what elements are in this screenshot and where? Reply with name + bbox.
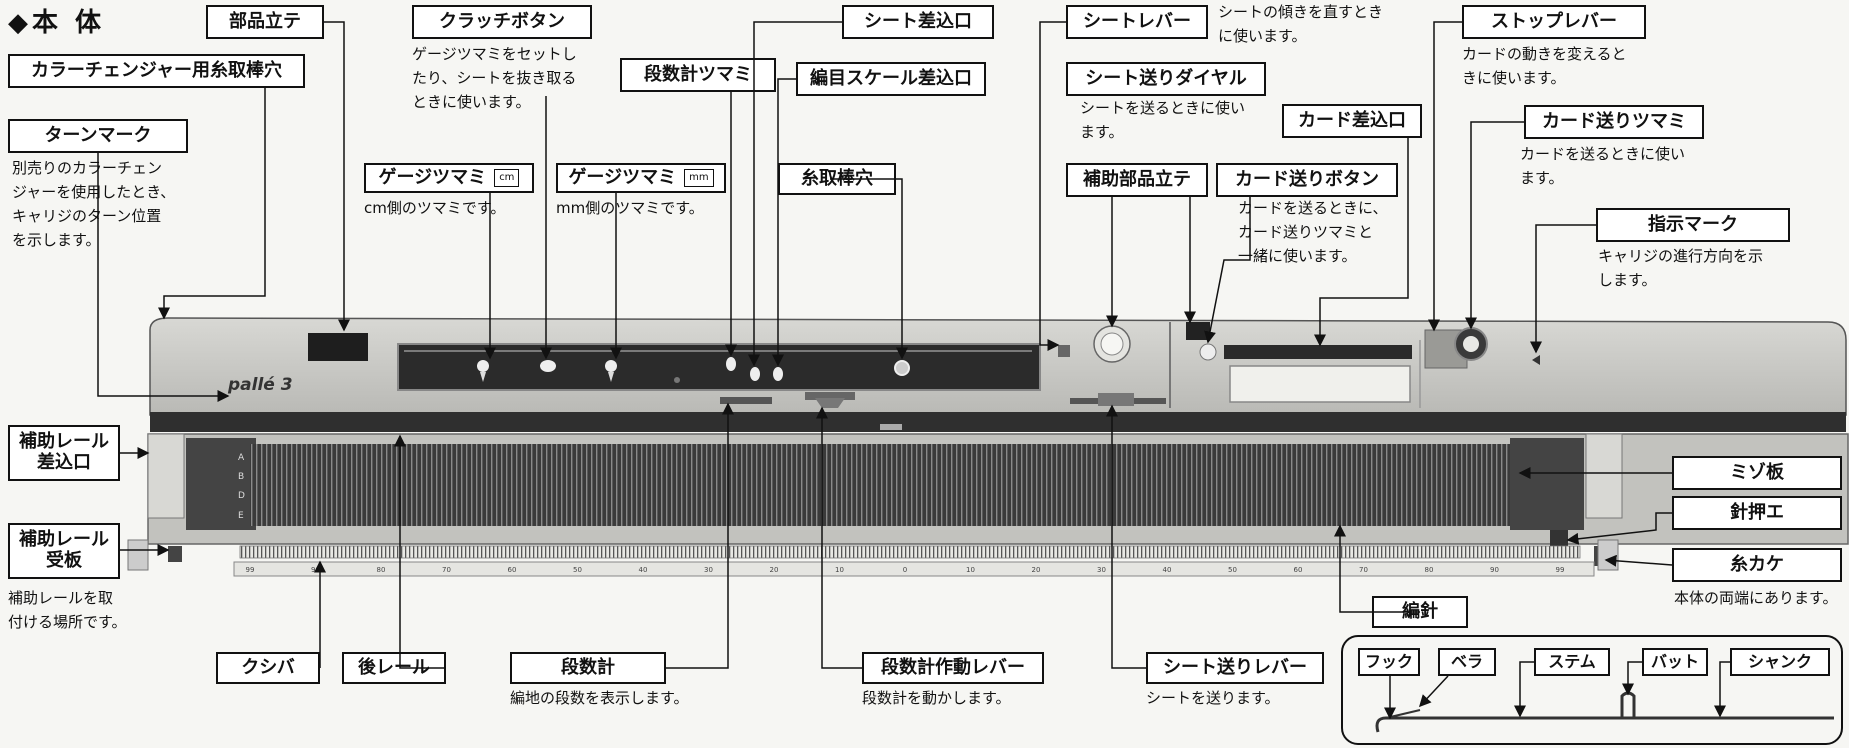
scale-number: 60 [508,566,517,574]
unit-mm-badge: mm [684,169,714,187]
scale-number: 20 [770,566,779,574]
back-rail [150,412,1846,432]
svg-text:A: A [238,453,245,463]
needle-presser [1550,530,1568,548]
label-counter-lever: 段数計作動レバー [862,652,1044,684]
scale-number: 80 [377,566,386,574]
sheet-panel [397,343,1041,391]
label-aux-parts-stand: 補助部品立テ [1066,163,1208,197]
label-hook: フック [1358,648,1420,676]
desc-aux-rail-holder: 補助レールを取 付ける場所です。 [8,589,127,631]
gauge-cm-knob [477,360,489,382]
row-counter-knobs [726,357,783,381]
scale-number: 60 [1294,566,1303,574]
page-title: ◆本 体 [8,8,106,38]
needle-scale [233,561,1595,577]
needle-drawing [1375,716,1834,733]
label-parts-stand: 部品立テ [206,5,324,39]
label-row-counter: 段数計 [510,652,666,684]
desc-sheet-feed-dial: シートを送るときに使い ます。 [1080,99,1246,141]
comb-sinkers [239,545,1581,559]
desc-card-feed-knob: カードを送るときに使い ます。 [1520,145,1686,187]
scale-number: 30 [704,566,713,574]
scale-number: 99 [246,566,255,574]
card-slot [1224,345,1412,359]
aux-parts-stand [1186,322,1210,340]
parts-stand [308,333,368,361]
label-butt: バット [1642,648,1708,676]
desc-row-counter: 編地の段数を表示します。 [510,689,689,707]
scale-number: 99 [1556,566,1565,574]
label-groove-plate: ミゾ板 [1672,456,1842,490]
clutch-knob [540,360,556,372]
desc-indicator-mark: キャリジの進行方向を示 します。 [1598,247,1764,289]
desc-gauge-mm: mm側のツマミです。 [556,199,704,217]
scale-number: 90 [311,566,320,574]
label-card-feed-knob: カード送りツマミ [1524,105,1704,139]
scale-number: 10 [966,566,975,574]
label-scale-slot: 編目スケール差込口 [796,62,986,96]
desc-sheet-feed-lever: シートを送ります。 [1146,689,1280,707]
label-clutch-button: クラッチボタン [412,5,592,39]
card-feed-button [1199,343,1217,361]
scale-number: 70 [442,566,451,574]
scale-number: 30 [1097,566,1106,574]
sheet-lever-mark [1058,345,1070,357]
label-needle: 編針 [1372,596,1468,628]
label-indicator-mark: 指示マーク [1596,208,1790,242]
scale-number: 80 [1425,566,1434,574]
label-needle-presser: 針押エ [1672,496,1842,530]
scale-number: 20 [1032,566,1041,574]
label-yarn-hook: 糸カケ [1672,548,1842,582]
scale-number: 50 [1228,566,1237,574]
scale-number: 50 [573,566,582,574]
desc-card-feed-button: カードを送るときに、 カード送りツマミと 一緒に使います。 [1238,199,1388,265]
scale-number: 40 [639,566,648,574]
indicator-mark [1532,355,1540,365]
label-aux-rail-holder: 補助レール受板 [8,523,120,579]
needle-parts-frame [1341,635,1843,745]
label-sheet-feed-lever: シート送りレバー [1146,652,1324,684]
desc-gauge-cm: cm側のツマミです。 [364,199,506,217]
label-comb: クシバ [216,652,320,684]
label-latch: ベラ [1438,648,1496,676]
label-stem: ステム [1534,648,1610,676]
svg-text:D: D [238,491,245,501]
label-sheet-feed-dial: シート送りダイヤル [1066,62,1266,96]
label-yarn-hole: 糸取棒穴 [778,163,896,195]
label-card-slot: カード差込口 [1282,104,1422,138]
label-stop-lever: ストップレバー [1462,5,1646,39]
label-sheet-slot: シート差込口 [842,5,994,39]
desc-stop-lever: カードの動きを変えると きに使います。 [1462,45,1627,87]
yarn-hole [894,360,910,376]
desc-sheet-lever: シートの傾きを直すとき に使います。 [1218,3,1384,45]
scale-number: 90 [1490,566,1499,574]
desc-yarn-hook: 本体の両端にあります。 [1674,589,1838,607]
needle-field [250,444,1510,526]
scale-number: 10 [835,566,844,574]
scale-number: 40 [1163,566,1172,574]
svg-text:E: E [238,511,244,521]
label-sheet-lever: シートレバー [1066,5,1208,39]
desc-counter-lever: 段数計を動かします。 [862,689,1011,707]
label-shank: シャンク [1730,648,1830,676]
label-row-counter-knob: 段数計ツマミ [620,58,776,92]
yarn-hook-left [168,546,182,562]
unit-cm-badge: cm [494,169,520,187]
desc-clutch-button: ゲージツマミをセットし たり、シートを抜き取る ときに使います。 [412,45,577,111]
scale-number: 70 [1359,566,1368,574]
label-turn-mark: ターンマーク [8,119,188,153]
label-back-rail: 後レール [342,652,446,684]
gauge-mm-knob [605,360,617,382]
label-aux-rail-slot: 補助レール差込口 [8,425,120,481]
desc-turn-mark: 別売りのカラーチェン ジャーを使用したとき、 キャリジのターン位置 を示します。 [12,159,176,249]
scale-number: 0 [903,566,907,574]
label-color-changer-hole: カラーチェンジャー用糸取棒穴 [8,54,305,88]
label-card-feed-button: カード送りボタン [1216,163,1398,197]
svg-text:B: B [238,472,244,482]
machine-brand: pallé 3 [227,375,293,395]
